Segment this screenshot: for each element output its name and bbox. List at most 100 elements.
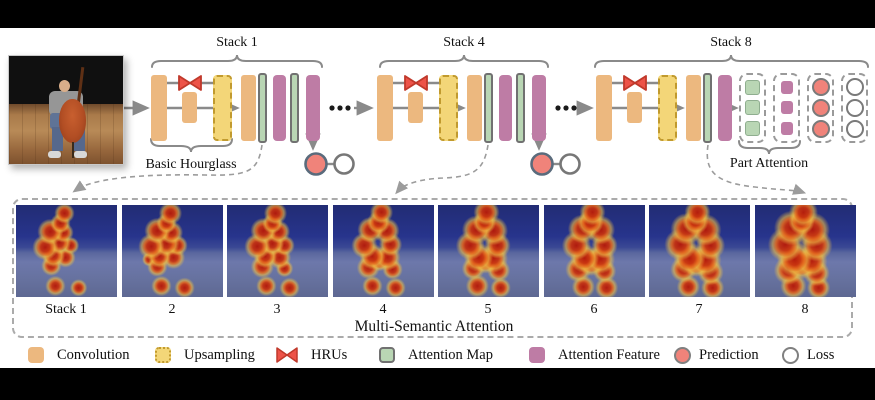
loss-circle-icon [333,153,355,175]
heatmap-label: 2 [168,302,176,317]
input-image [8,55,124,165]
basic-hourglass-label: Basic Hourglass [145,157,237,172]
legend-item-hrus: HRUs [276,346,347,364]
upsampling-block [213,75,232,141]
legend-label: Attention Feature [558,346,660,363]
prediction-circle-icon [304,152,328,176]
convolution-block [241,75,256,141]
attention-heatmap [755,205,856,297]
attention-feature-block [499,75,512,141]
attention-map-block [258,73,267,143]
legend-label: Loss [807,346,835,363]
stack4-brace [379,54,549,68]
heatmap-label: 6 [590,302,598,317]
legend-item-attention-feature: Attention Feature [529,346,660,364]
loss-circle-icon [559,153,581,175]
attention-heatmap [544,205,645,297]
attention-heatmap [227,205,328,297]
basic-hourglass-brace [150,138,233,153]
part-attention-brace [738,140,801,155]
attention-heatmap [16,205,117,297]
attention-feature-block [306,75,320,141]
legend-label: HRUs [311,346,348,363]
attention-heatmap [649,205,750,297]
prediction-circle-icon [811,98,830,117]
loss-circle-icon [845,78,864,97]
legend-item-convolution: Convolution [28,346,130,364]
legend-label: Upsampling [184,346,255,363]
attention-feature-block [718,75,732,141]
prediction-circle-icon [811,78,830,97]
convolution-block [377,75,393,141]
stack1-title: Stack 1 [216,35,258,50]
legend-item-attention-map: Attention Map [379,346,493,364]
attention-heatmap [438,205,539,297]
hru-bowtie-icon [276,347,298,363]
loss-circle-icon [845,98,864,117]
prediction-loss-circles [304,152,581,176]
legend-label: Convolution [57,346,130,363]
attention-feature-swatch [529,347,545,363]
convolution-block [151,75,167,141]
attention-map-block [703,73,712,143]
cello-shape [59,99,87,144]
legend-label: Attention Map [408,346,493,363]
convolution-swatch [28,347,44,363]
stack1-brace [151,54,323,68]
convolution-block [467,75,482,141]
stack8-brace [594,54,869,68]
part-attention-maps-box [739,73,766,143]
heatmap-label: 5 [484,302,492,317]
attention-feature-block [532,75,546,141]
stack4-title: Stack 4 [443,35,485,50]
heatmap-label: 7 [695,302,703,317]
convolution-block [596,75,612,141]
part-attention-item [780,80,793,94]
part-attention-item [780,122,793,136]
attention-map-block [516,73,525,143]
ellipsis-dots [329,105,577,111]
upsampling-block [439,75,458,141]
stack8-title: Stack 8 [710,35,752,50]
attention-map-block [484,73,493,143]
person-head [59,79,71,92]
part-attention-item [745,79,760,95]
heatmap-label: Stack 1 [45,302,87,317]
hru-bowtie-icon [178,75,647,91]
convolution-block [686,75,701,141]
upsampling-block [658,75,677,141]
losses-box [841,73,868,143]
part-attention-item [780,101,793,115]
upsampling-swatch [155,347,171,363]
attention-map-swatch [379,347,395,363]
loss-circle-icon [845,119,864,138]
heatmap-label: 8 [801,302,809,317]
heatmap-label: 4 [379,302,387,317]
prediction-circle-icon [674,346,691,364]
attention-feature-block [273,75,286,141]
part-attention-item [745,121,760,137]
part-attention-features-box [773,73,800,143]
multi-semantic-attention-panel: Stack 1 2 3 4 5 6 7 8 Multi-Semantic Att… [12,198,856,338]
bottom-black-bar [0,368,875,400]
legend-label: Prediction [699,346,759,363]
prediction-circle-icon [811,119,830,138]
hourglass-inner-block [627,92,642,123]
heatmap-label: 3 [273,302,281,317]
prediction-circle-icon [530,152,554,176]
attention-heatmap [333,205,434,297]
legend-item-loss: Loss [782,346,834,364]
part-attention-label: Part Attention [729,156,809,171]
attention-map-links [72,144,807,195]
braces [150,54,869,155]
predictions-box [807,73,834,143]
loss-circle-icon [782,346,799,364]
part-attention-item [745,100,760,116]
attention-heatmap [122,205,223,297]
legend-item-prediction: Prediction [674,346,759,364]
hourglass-inner-block [408,92,423,123]
top-black-bar [0,0,875,28]
multi-semantic-attention-caption: Multi-Semantic Attention [354,318,514,335]
